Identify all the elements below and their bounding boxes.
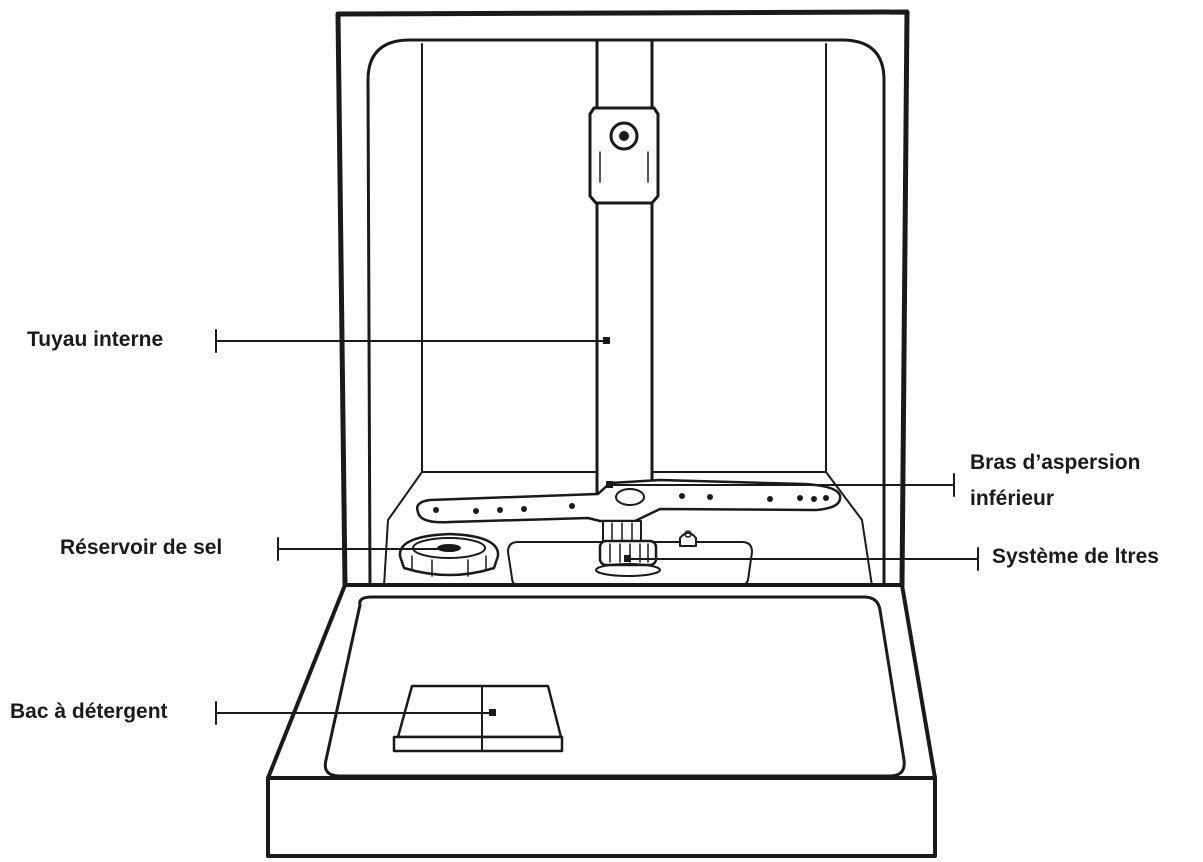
leader-dot-bac-detergent [489, 709, 496, 716]
label-bras-aspersion-line2: inférieur [970, 487, 1055, 510]
leader-dot-reservoir-sel [447, 545, 454, 552]
leader-line-reservoir-sel [277, 537, 451, 561]
leader-line-tuyau-interne [215, 329, 607, 353]
leader-dot-systeme-filtres [624, 555, 631, 562]
detergent-dispenser [392, 684, 564, 753]
leader-dot-tuyau-interne [603, 337, 610, 344]
filter-system [507, 520, 753, 587]
label-tuyau-interne: Tuyau interne [27, 328, 164, 351]
door [266, 583, 937, 858]
leader-lines [215, 329, 979, 725]
salt-reservoir [398, 532, 500, 577]
label-bras-aspersion-line1: Bras d’aspersion [970, 451, 1141, 474]
leader-dot-bras-aspersion [606, 481, 613, 488]
lower-spray-arm [416, 478, 842, 524]
label-reservoir-sel: Réservoir de sel [60, 536, 223, 559]
internal-pipe [588, 38, 660, 512]
leader-line-systeme-filtres [627, 547, 979, 571]
label-systeme-filtres: Système de ltres [992, 545, 1159, 568]
label-bac-detergent: Bac à détergent [10, 700, 168, 723]
leader-line-bras-aspersion [609, 473, 955, 497]
leader-line-bac-detergent [215, 701, 493, 725]
